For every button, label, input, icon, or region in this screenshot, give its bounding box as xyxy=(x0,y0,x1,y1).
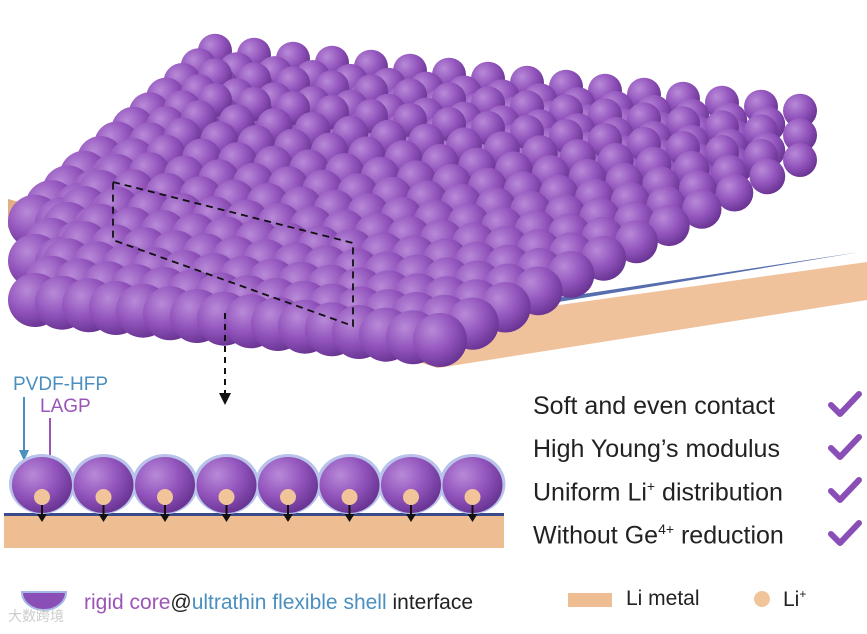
sphere xyxy=(716,174,754,212)
li-ion-dot xyxy=(219,489,235,505)
interface-line xyxy=(4,513,504,516)
shell-label: PVDF-HFP xyxy=(13,374,108,396)
sphere xyxy=(413,313,467,367)
feature-3: Uniform Li+ distribution xyxy=(533,478,783,507)
legend-core-shell-text: rigid core@ultrathin flexible shell inte… xyxy=(84,591,473,615)
check-icon xyxy=(831,437,859,457)
li-ion-dot xyxy=(96,489,112,505)
watermark: 大数跨境 xyxy=(8,606,64,626)
li-ion-dot xyxy=(465,489,481,505)
shell-label-arrow xyxy=(19,397,29,461)
check-icon xyxy=(831,480,859,500)
feature-4: Without Ge4+ reduction xyxy=(533,521,784,550)
sphere xyxy=(783,143,817,177)
li-ion-dot xyxy=(34,489,50,505)
legend-li-metal-text: Li metal xyxy=(626,587,700,611)
li-ion-dot xyxy=(342,489,358,505)
check-icons xyxy=(831,394,859,543)
li-metal-layer xyxy=(4,515,504,548)
core-label: LAGP xyxy=(40,396,91,418)
li-ion-dot xyxy=(403,489,419,505)
legend-li-ion-text: Li+ xyxy=(783,587,806,612)
li-ion-dot xyxy=(157,489,173,505)
check-icon xyxy=(831,523,859,543)
li-ion-dot xyxy=(280,489,296,505)
sphere xyxy=(749,159,785,195)
cross-section-row xyxy=(9,454,506,522)
check-icon xyxy=(831,394,859,414)
feature-2: High Young’s modulus xyxy=(533,435,780,464)
legend-li-metal-swatch xyxy=(568,593,612,607)
legend-li-ion-dot xyxy=(754,591,770,607)
feature-1: Soft and even contact xyxy=(533,392,775,421)
